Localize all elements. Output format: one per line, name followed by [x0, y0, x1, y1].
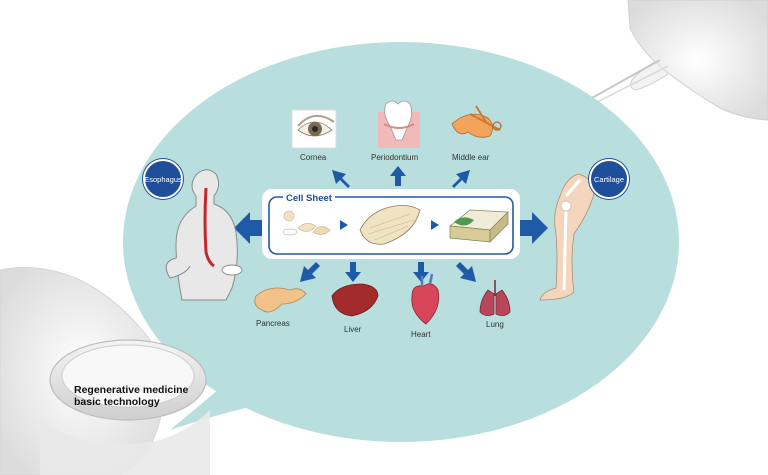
label-cornea: Cornea — [300, 153, 327, 162]
liver-illustration — [331, 283, 379, 317]
eye-illustration — [291, 109, 337, 149]
label-pancreas: Pancreas — [256, 319, 290, 328]
caption-line-2: basic technology — [74, 396, 160, 408]
tooth-illustration — [378, 100, 420, 148]
label-middle-ear: Middle ear — [452, 153, 490, 162]
label-periodontium: Periodontium — [371, 153, 419, 162]
cell-sheet-box — [262, 189, 520, 259]
label-liver: Liver — [344, 325, 362, 334]
human-torso-esophagus-illustration — [165, 169, 243, 301]
arrows — [234, 166, 548, 282]
arrow-to-middle-ear — [452, 170, 470, 188]
middle-ear-illustration — [451, 105, 502, 138]
cell-sheet-title: Cell Sheet — [283, 193, 335, 204]
layered-sheet-illustration — [449, 209, 509, 243]
arrow-to-cartilage — [520, 212, 548, 244]
gloved-hand-petri-dish-illustration — [0, 267, 210, 475]
arrow-to-heart — [413, 262, 429, 282]
lung-illustration — [479, 280, 511, 316]
badge-cartilage: Cartilage — [589, 159, 629, 199]
caption-line-1: Regenerative medicine — [74, 384, 189, 396]
isolated-cells-illustration — [282, 210, 331, 236]
arrow-to-cornea — [332, 170, 350, 188]
process-arrow-1 — [340, 220, 348, 230]
caption: Regenerative medicine basic technology — [74, 384, 188, 408]
cell-sheet-illustration — [359, 205, 421, 245]
arrow-to-lung — [456, 262, 476, 282]
label-heart: Heart — [411, 330, 431, 339]
arrow-to-liver — [345, 262, 361, 282]
process-arrow-2 — [431, 220, 439, 230]
arrow-to-pancreas — [300, 262, 320, 282]
arrow-to-periodontium — [390, 166, 406, 186]
heart-illustration — [411, 273, 440, 325]
leg-knee-cartilage-illustration — [539, 173, 595, 301]
badge-esophagus: Esophagus — [143, 159, 183, 199]
arrow-to-esophagus — [234, 212, 262, 244]
pancreas-illustration — [254, 287, 307, 313]
label-lung: Lung — [486, 320, 504, 329]
